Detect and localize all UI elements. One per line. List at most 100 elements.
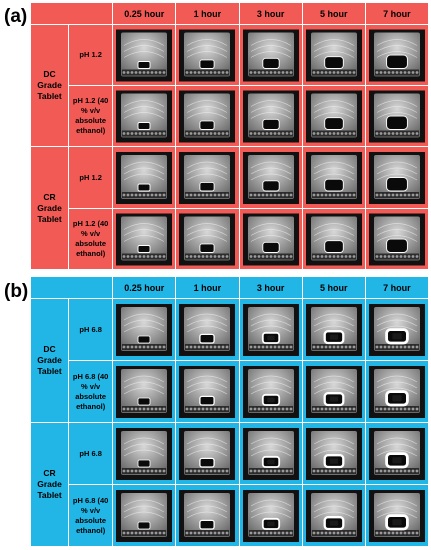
tablet-mri-image — [242, 303, 299, 356]
mri-image-cell — [364, 298, 430, 361]
tablet-mri-image — [368, 29, 425, 81]
tablet-mri-image — [305, 365, 362, 418]
mri-image-cell — [238, 85, 303, 147]
mri-image-cell — [175, 298, 240, 361]
condition-label: pH 6.8 (40 % v/v absolute ethanol) — [68, 484, 114, 547]
tablet-mri-image — [305, 90, 362, 142]
tablet-mri-image — [368, 365, 425, 418]
mri-image-cell — [175, 422, 240, 485]
mri-image-cell — [112, 360, 177, 423]
tablet-mri-image — [242, 427, 299, 480]
mri-image-cell — [238, 298, 303, 361]
tablet-mri-image — [242, 90, 299, 142]
mri-image-cell — [175, 484, 240, 547]
table-row: pH 1.2 (40 % v/v absolute ethanol) — [31, 208, 430, 270]
tablet-mri-image — [242, 151, 299, 204]
tablet-mri-image — [305, 303, 362, 356]
condition-label: pH 6.8 — [68, 422, 114, 485]
table-row: pH 1.2 (40 % v/v absolute ethanol) — [31, 85, 430, 147]
tablet-mri-image — [116, 303, 173, 356]
table-row: pH 6.8 (40 % v/v absolute ethanol) — [31, 484, 430, 547]
timepoint-header: 3 hour — [238, 2, 303, 25]
tablet-mri-image — [242, 29, 299, 81]
tablet-mri-image — [368, 303, 425, 356]
mri-image-cell — [112, 24, 177, 86]
mri-image-cell — [364, 24, 430, 86]
mri-image-cell — [301, 24, 366, 86]
tablet-mri-image — [368, 489, 425, 542]
tablet-mri-image — [179, 90, 236, 142]
mri-image-cell — [175, 24, 240, 86]
mri-image-cell — [175, 208, 240, 270]
mri-image-cell — [175, 85, 240, 147]
mri-image-cell — [112, 484, 177, 547]
mri-image-cell — [301, 298, 366, 361]
mri-image-cell — [238, 24, 303, 86]
tablet-mri-image — [179, 29, 236, 81]
mri-image-cell — [238, 360, 303, 423]
tablet-mri-image — [179, 489, 236, 542]
mri-image-cell — [364, 208, 430, 270]
group-label: CR Grade Tablet — [29, 422, 70, 547]
tablet-mri-image — [305, 427, 362, 480]
tablet-mri-image — [116, 151, 173, 204]
condition-label: pH 6.8 (40 % v/v absolute ethanol) — [68, 360, 114, 423]
tablet-mri-image — [242, 365, 299, 418]
mri-image-cell — [364, 422, 430, 485]
mri-image-cell — [238, 208, 303, 270]
condition-label: pH 1.2 (40 % v/v absolute ethanol) — [68, 208, 114, 270]
timepoint-header: 0.25 hour — [112, 2, 177, 25]
tablet-mri-image — [368, 213, 425, 265]
timepoint-header: 7 hour — [364, 276, 430, 299]
header-blank-cell — [29, 2, 114, 25]
condition-label: pH 1.2 — [68, 146, 114, 209]
mri-image-cell — [301, 85, 366, 147]
condition-label: pH 6.8 — [68, 298, 114, 361]
mri-image-cell — [301, 146, 366, 209]
mri-image-cell — [175, 360, 240, 423]
mri-image-cell — [301, 360, 366, 423]
tablet-mri-image — [305, 489, 362, 542]
tablet-mri-image — [116, 489, 173, 542]
tablet-mri-image — [179, 365, 236, 418]
timepoint-header: 5 hour — [301, 2, 366, 25]
tablet-mri-image — [368, 427, 425, 480]
timepoint-header: 1 hour — [175, 2, 240, 25]
tablet-mri-image — [116, 213, 173, 265]
group-label: DC Grade Tablet — [29, 298, 70, 423]
tablet-mri-image — [179, 303, 236, 356]
group-label: DC Grade Tablet — [29, 24, 70, 147]
tablet-mri-image — [242, 213, 299, 265]
condition-label: pH 1.2 — [68, 24, 114, 86]
header-blank-cell — [29, 276, 114, 299]
tablet-mri-image — [116, 427, 173, 480]
tablet-mri-image — [305, 213, 362, 265]
mri-image-cell — [112, 146, 177, 209]
timepoint-header: 5 hour — [301, 276, 366, 299]
mri-image-cell — [364, 360, 430, 423]
tablet-mri-image — [116, 29, 173, 81]
timepoint-header: 1 hour — [175, 276, 240, 299]
timepoint-header: 0.25 hour — [112, 276, 177, 299]
tablet-mri-image — [305, 151, 362, 204]
tablet-mri-image — [368, 151, 425, 204]
mri-image-cell — [238, 484, 303, 547]
tablet-mri-image — [116, 90, 173, 142]
mri-image-cell — [112, 422, 177, 485]
mri-image-cell — [301, 484, 366, 547]
tablet-mri-image — [179, 427, 236, 480]
mri-image-cell — [112, 298, 177, 361]
mri-image-cell — [301, 422, 366, 485]
mri-image-cell — [238, 146, 303, 209]
mri-image-cell — [364, 146, 430, 209]
mri-image-cell — [112, 208, 177, 270]
mri-image-cell — [112, 85, 177, 147]
tablet-mri-image — [242, 489, 299, 542]
